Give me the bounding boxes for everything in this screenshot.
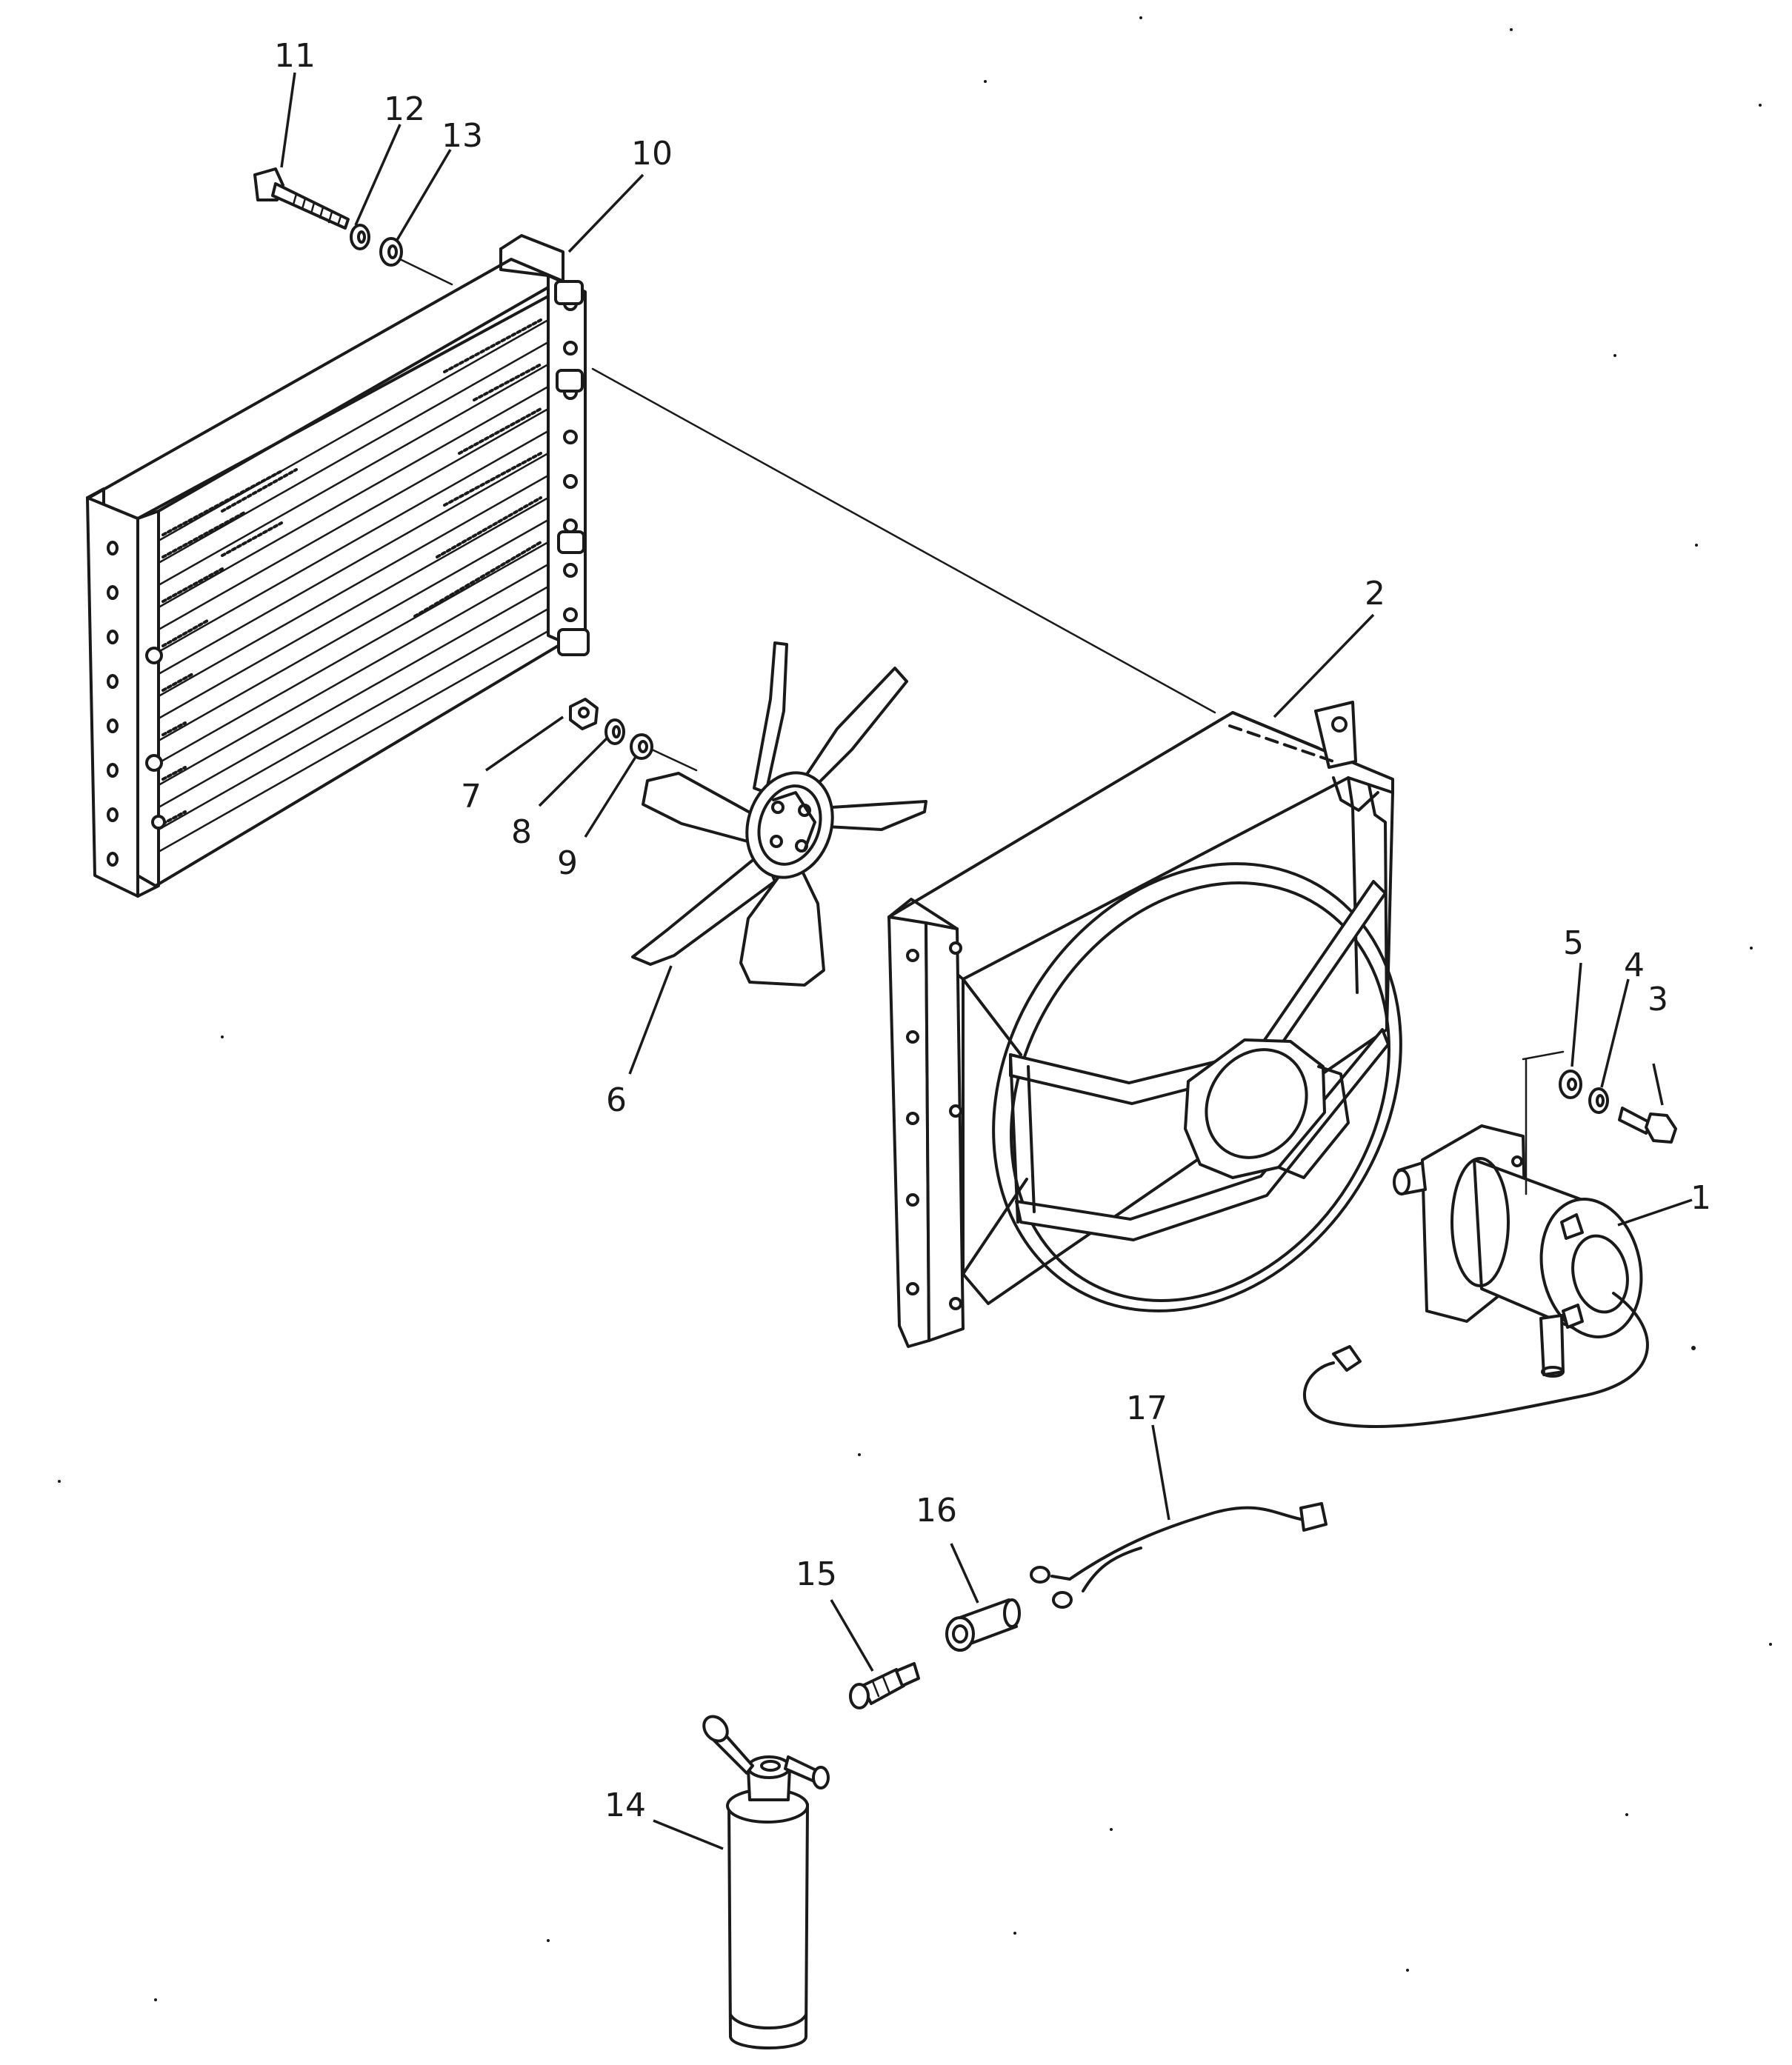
- callout-8: 8: [511, 813, 532, 851]
- scan-specks: [58, 16, 1772, 2001]
- lock-washer-icon: [604, 718, 625, 745]
- callout-12: 12: [384, 90, 425, 128]
- bolt-icon: [253, 167, 350, 230]
- callout-10: 10: [631, 135, 673, 173]
- bolt-icon: [1618, 1107, 1677, 1144]
- washer-icon: [379, 237, 403, 267]
- wire-harness-icon: [1030, 1502, 1328, 1609]
- nut-icon: [569, 698, 599, 730]
- fan-shroud-icon: [887, 701, 1402, 1348]
- callout-6: 6: [606, 1081, 627, 1119]
- washer-icon: [1559, 1070, 1582, 1099]
- callout-15: 15: [796, 1555, 837, 1593]
- connector-cap-icon: [945, 1598, 1021, 1652]
- callout-labels: 1 2 3 4 5 6 7 8 9 10 11 12 13 14 15 16 1…: [274, 37, 1711, 1824]
- callout-2: 2: [1365, 575, 1385, 613]
- washer-icon: [630, 733, 653, 760]
- condenser-core-icon: [86, 234, 590, 898]
- callout-9: 9: [557, 844, 578, 882]
- callout-4: 4: [1624, 947, 1645, 984]
- receiver-drier-icon: [702, 1715, 830, 2049]
- callout-16: 16: [916, 1492, 957, 1529]
- callout-11: 11: [274, 37, 316, 75]
- pressure-switch-icon: [849, 1662, 920, 1709]
- callout-13: 13: [442, 117, 483, 155]
- callout-14: 14: [604, 1787, 646, 1824]
- lock-washer-icon: [350, 224, 370, 250]
- fan-blade-icon: [631, 641, 927, 987]
- lock-washer-icon: [1588, 1087, 1609, 1114]
- callout-7: 7: [461, 778, 482, 815]
- callout-17: 17: [1126, 1390, 1168, 1427]
- callout-5: 5: [1563, 924, 1584, 962]
- leader-lines: [280, 72, 1693, 1850]
- callout-1: 1: [1691, 1179, 1711, 1217]
- callout-3: 3: [1648, 981, 1668, 1018]
- fan-motor-icon: [1302, 1050, 1649, 1429]
